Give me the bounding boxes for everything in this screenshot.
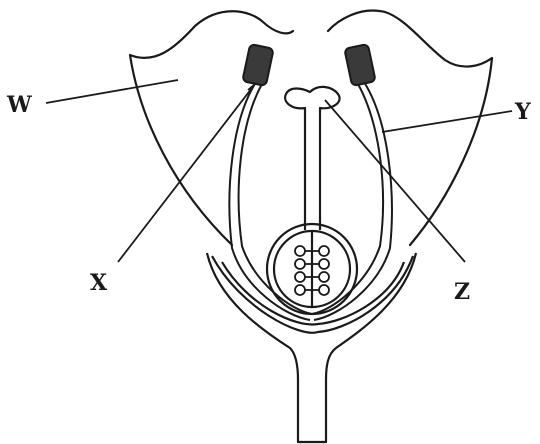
label-y: Y <box>514 99 531 125</box>
ovule <box>319 259 329 269</box>
leader-line-y <box>382 111 512 132</box>
right-filament-outer <box>314 82 392 320</box>
leader-line-x <box>118 84 255 262</box>
leader-lines <box>46 80 512 262</box>
ovule <box>295 285 305 295</box>
left-petal <box>130 11 293 245</box>
label-w: W <box>6 92 32 118</box>
leader-line-w <box>46 80 178 103</box>
ovule <box>295 272 305 282</box>
petals <box>130 11 492 245</box>
ovule <box>295 259 305 269</box>
ovule <box>319 285 329 295</box>
leader-line-z <box>325 100 465 262</box>
ovule <box>319 272 329 282</box>
label-x: X <box>90 270 108 296</box>
label-z: Z <box>454 279 470 305</box>
right-anther <box>344 44 375 86</box>
left-anther <box>242 44 273 86</box>
ovule <box>295 246 305 256</box>
ovule <box>319 246 329 256</box>
